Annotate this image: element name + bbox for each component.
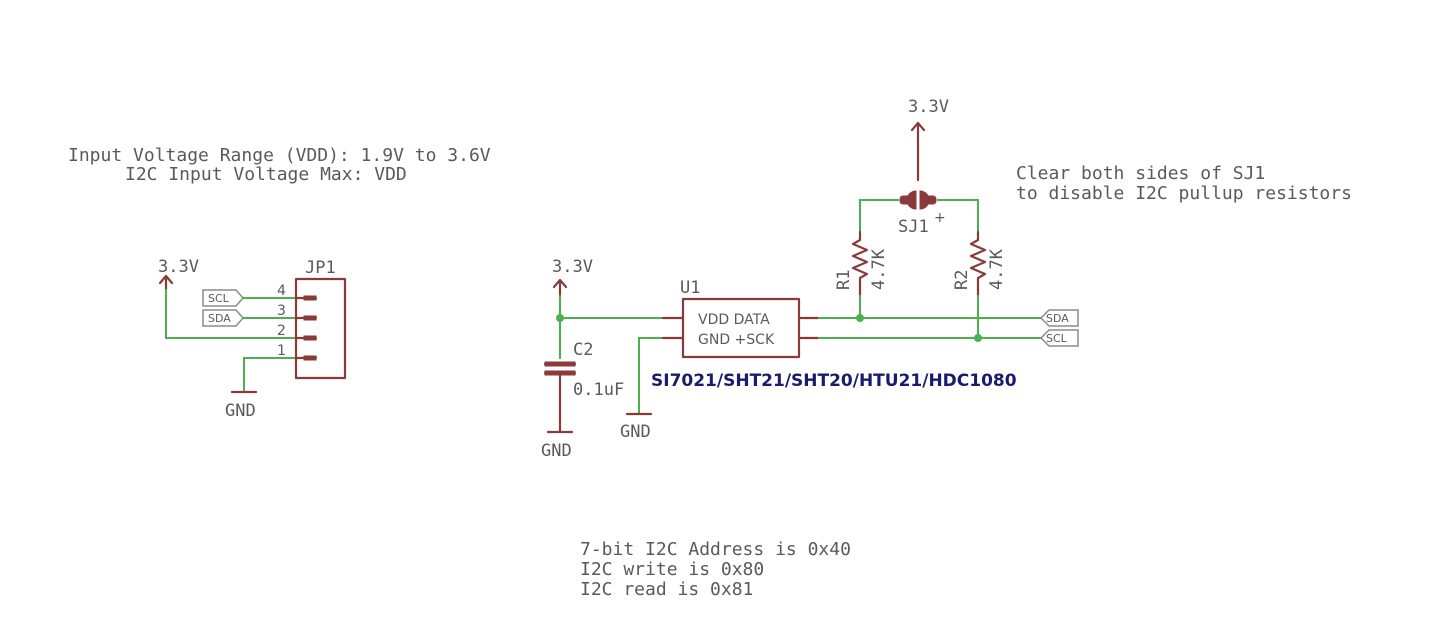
voltage-notes: Input Voltage Range (VDD): 1.9V to 3.6V … (68, 145, 491, 185)
jp1-pin4-icon (303, 295, 317, 301)
jp1-pin-number: 3 (277, 303, 286, 319)
jp1-pin2-icon (303, 335, 317, 341)
sda-output-label: SDA (1046, 312, 1069, 325)
jp1-pin-stubs (294, 296, 318, 360)
jp1-scl-tag (202, 289, 244, 307)
sensor-pins-bottom: GND +SCK (698, 332, 775, 348)
cap-value-label: 0.1uF (573, 380, 624, 400)
sensor-pins-top: VDD DATA (698, 312, 770, 328)
jp1-pin-number: 4 (277, 283, 286, 299)
voltage-range-note: Input Voltage Range (VDD): 1.9V to 3.6V (68, 145, 491, 166)
sda-output-tag (1039, 309, 1079, 327)
solder-jumper-pad-icon (921, 195, 937, 205)
jp1-pin-number: 2 (277, 323, 286, 339)
r1-ref-label: R1 (834, 270, 854, 290)
r2-resistor-icon (969, 230, 987, 298)
sensor-section: 3.3V GND C2 0.1uF GND U1 VDD DATA GND +S… (541, 257, 1079, 461)
sensor-part-number: SI7021/SHT21/SHT20/HTU21/HDC1080 (651, 371, 1017, 391)
vdd-wire (559, 295, 684, 319)
sensor-pin-stubs (661, 316, 821, 340)
capacitor-icon (544, 361, 576, 367)
jp1-pin3-icon (303, 315, 317, 321)
jp1-sda-tag (202, 309, 244, 327)
sensor-body (681, 297, 801, 359)
jp1-power-label: 3.3V (158, 257, 199, 277)
scl-output-tag (1039, 329, 1079, 347)
jp1-power-arrow-icon (158, 274, 174, 292)
jp1-pin-number: 1 (277, 343, 286, 359)
jp1-power-wire (165, 289, 297, 339)
sensor-gnd-label: GND (620, 422, 651, 442)
jp1-gnd-label: GND (225, 401, 256, 421)
jp1-section: 3.3V SCL SDA GND JP1 4 3 2 1 (158, 257, 347, 421)
sensor-power-label: 3.3V (552, 257, 593, 277)
jp1-ref-label: JP1 (305, 258, 336, 278)
address-notes: 7-bit I2C Address is 0x40 I2C write is 0… (580, 539, 851, 600)
scl-output-label: SCL (1046, 332, 1068, 345)
r2-ref-label: R2 (952, 270, 972, 290)
jp1-sda-tag-label: SDA (208, 312, 231, 325)
r1-value-label: 4.7K (869, 248, 889, 290)
sj1-mark-label: + (934, 210, 946, 226)
pullup-power-label: 3.3V (908, 97, 949, 117)
jp1-gnd-wire (243, 357, 297, 393)
pullup-note-line1: Clear both sides of SJ1 (1016, 163, 1265, 184)
sensor-power-arrow-icon (552, 278, 568, 298)
jp1-body (294, 277, 347, 380)
r1-resistor-icon (851, 230, 869, 298)
cap-gnd-label: GND (541, 441, 572, 461)
jp1-pin1-icon (303, 355, 317, 361)
address-note-line1: 7-bit I2C Address is 0x40 (580, 539, 851, 560)
address-note-line3: I2C read is 0x81 (580, 579, 753, 600)
i2c-voltage-note: I2C Input Voltage Max: VDD (125, 164, 407, 185)
cap-ref-label: C2 (573, 340, 593, 360)
solder-jumper-pad-icon (899, 195, 915, 205)
sj1-ref-label: SJ1 (898, 217, 929, 237)
pullup-section: 3.3V SJ1 + R1 4.7K R2 4.7K Clear both si… (834, 97, 1352, 339)
r2-value-label: 4.7K (987, 248, 1007, 290)
pullup-note-line2: to disable I2C pullup resistors (1016, 183, 1352, 204)
pullup-power-arrow-icon (910, 121, 926, 162)
sensor-ref-label: U1 (680, 278, 700, 298)
jp1-scl-tag-label: SCL (208, 292, 230, 305)
address-note-line2: I2C write is 0x80 (580, 559, 764, 580)
